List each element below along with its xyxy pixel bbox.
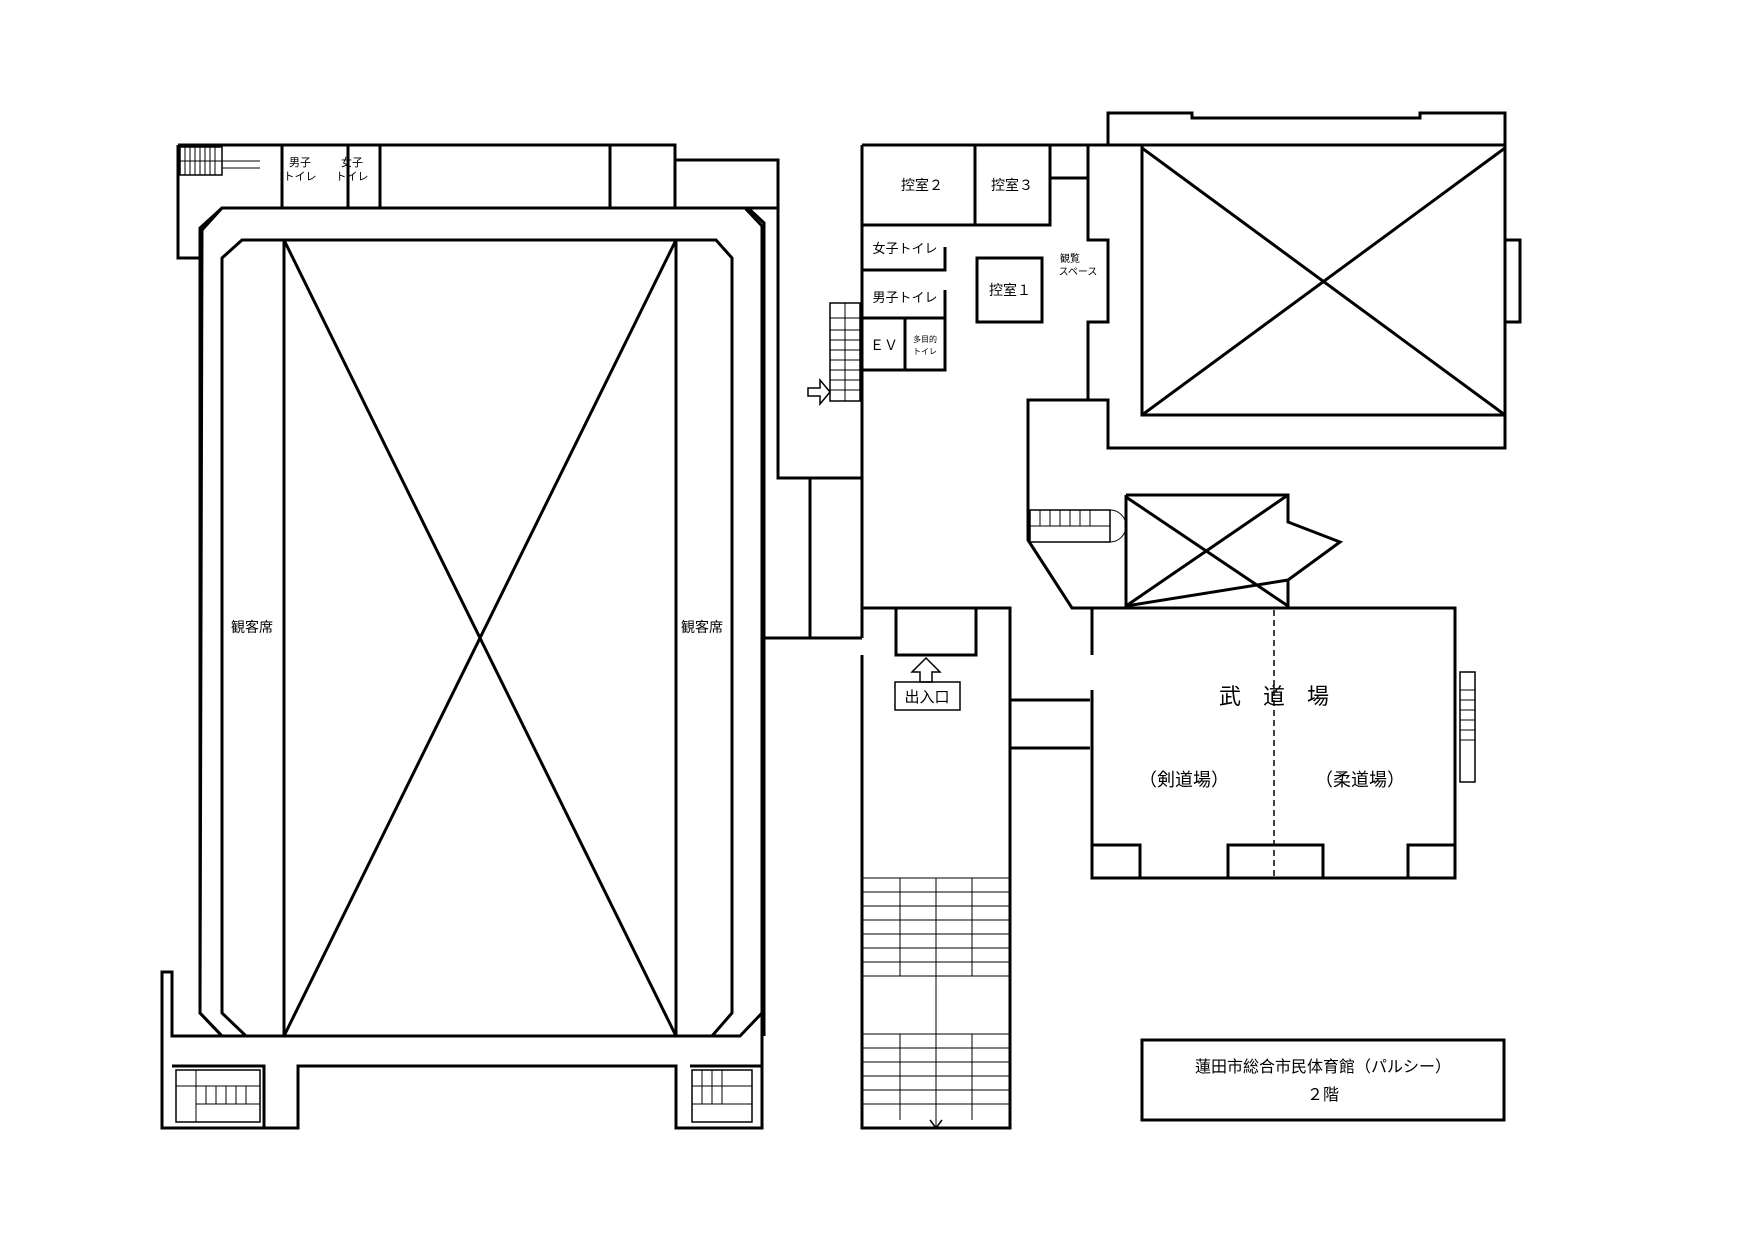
floor-label: ２階: [1307, 1085, 1339, 1104]
kendojo-label: （剣道場）: [1139, 770, 1229, 791]
multipurpose-toilet-label: 多目的: [913, 334, 937, 344]
stairs-right: [1460, 689, 1475, 741]
stairs-top-left: [179, 146, 260, 176]
budojo-label: 武 道 場: [1219, 685, 1329, 710]
main-arena: [160, 143, 864, 1130]
stairs-budojo: [1029, 509, 1127, 543]
toilet-women-label: 女子トイレ: [872, 241, 937, 257]
stairs-bottom-right: [691, 1069, 753, 1123]
entrance-label: 出入口: [904, 688, 949, 706]
budojo-area: [1026, 492, 1476, 880]
waiting-room-1-label: 控室１: [989, 282, 1031, 299]
toilet-women-main-label: 女子: [341, 155, 363, 169]
building-name: 蓮田市総合市民体育館（パルシー）: [1195, 1057, 1451, 1076]
sub-arena: [1026, 111, 1522, 492]
toilet-men-main-label: 男子: [289, 156, 311, 169]
waiting-room-2-label: 控室２: [901, 177, 943, 194]
stairs-main: [862, 877, 1010, 1130]
title-box: 蓮田市総合市民体育館（パルシー） ２階: [1140, 1038, 1506, 1122]
stairs-bottom-left: [175, 1069, 261, 1123]
svg-text:トイレ: トイレ: [284, 170, 317, 183]
waiting-room-3-label: 控室３: [991, 177, 1033, 194]
direction-arrow-icon: [807, 377, 831, 407]
entrance-arrow-icon: [910, 656, 942, 683]
seating-right-label: 観客席: [681, 619, 723, 636]
toilet-men-label: 男子トイレ: [872, 291, 937, 306]
judojo-label: （柔道場）: [1315, 770, 1405, 791]
entrance-box: [894, 681, 961, 711]
svg-text:トイレ: トイレ: [336, 170, 369, 183]
seating-left-label: 観客席: [231, 619, 273, 636]
stairs-ev: [829, 302, 861, 402]
svg-text:スペース: スペース: [1059, 267, 1098, 278]
viewing-space-label: 観覧: [1060, 252, 1080, 265]
elevator-label: ＥＶ: [870, 338, 898, 354]
svg-text:トイレ: トイレ: [913, 347, 937, 356]
